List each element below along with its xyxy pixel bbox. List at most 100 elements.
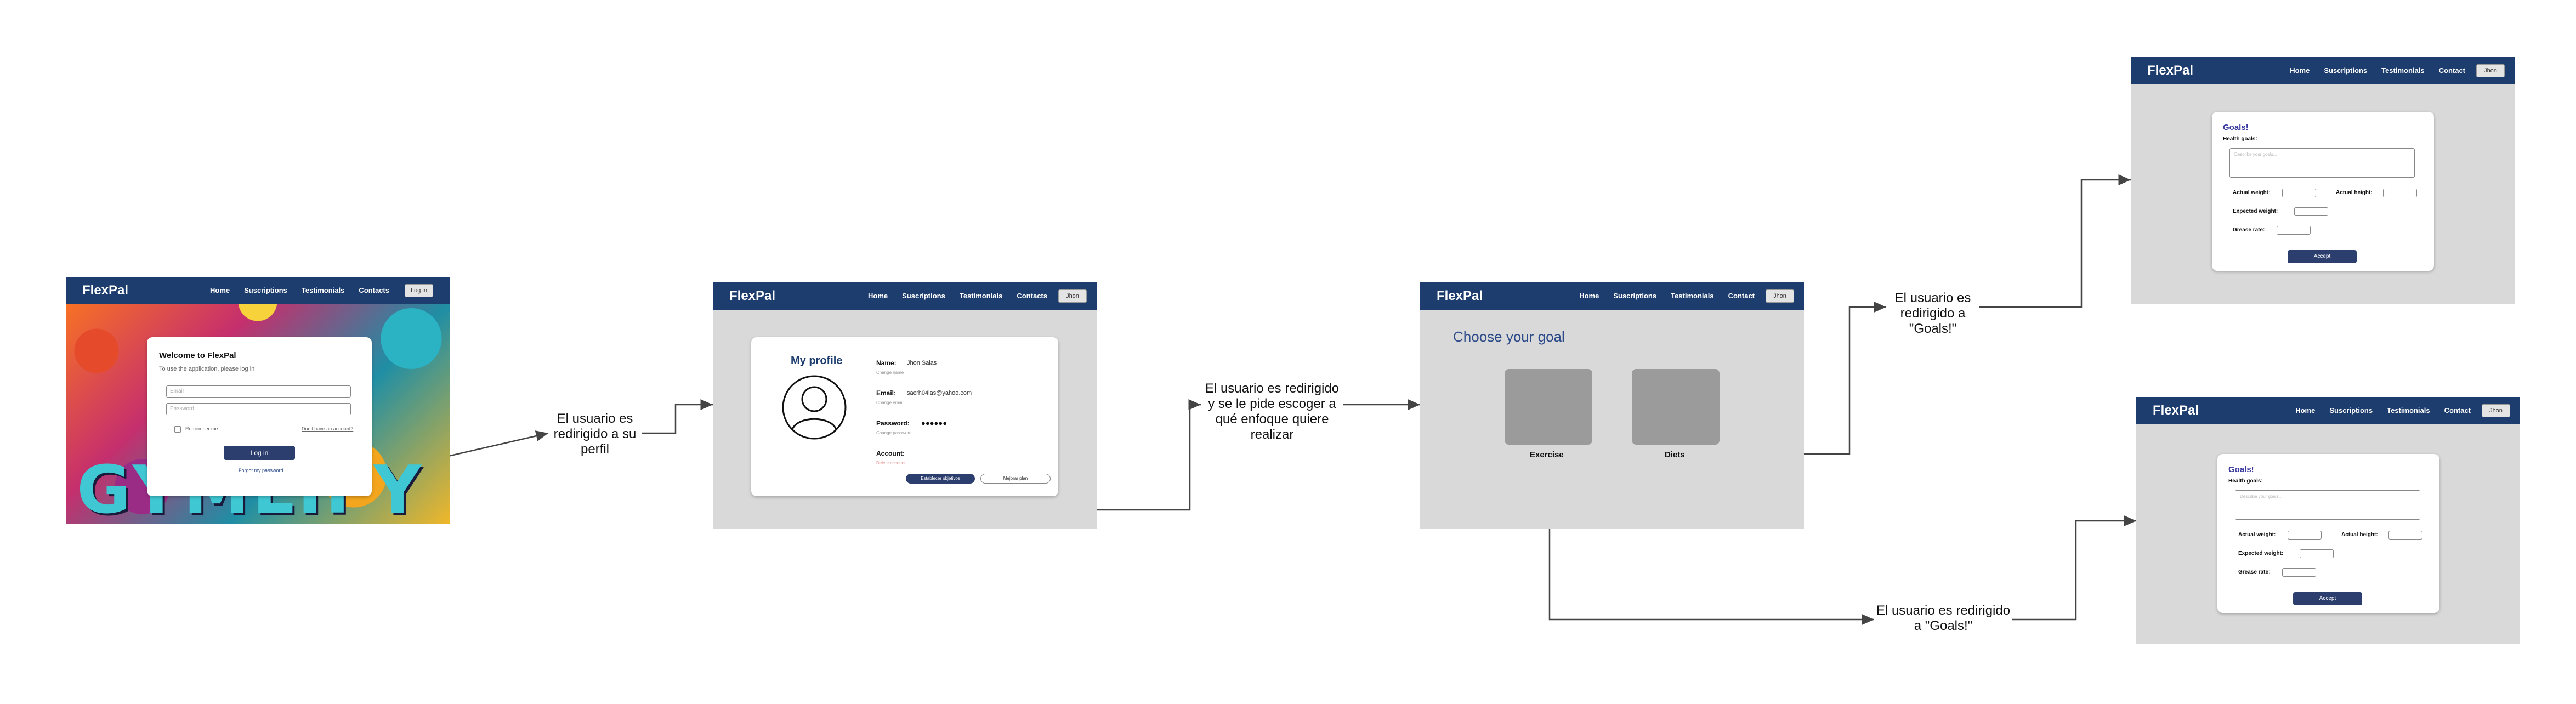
brand-logo: FlexPal — [1437, 288, 1483, 303]
actual-height-label: Actual height: — [2341, 532, 2378, 538]
grease-rate-label: Grease rate: — [2238, 569, 2271, 575]
email-hint[interactable]: Change email — [876, 400, 904, 405]
email-value: sacrh04las@yahoo.com — [907, 390, 972, 396]
expected-weight-input[interactable] — [2300, 549, 2334, 558]
nav-contacts[interactable]: Contacts — [1017, 292, 1047, 300]
health-goals-placeholder: Describe your goals... — [2234, 152, 2277, 157]
actual-weight-label: Actual weight: — [2238, 532, 2276, 538]
login-screen: GYMLIFY FlexPal Home Suscriptions Testim… — [66, 277, 450, 524]
account-hint[interactable]: Delete account — [876, 461, 906, 465]
name-label: Name: — [876, 359, 897, 367]
choose-goal-screen: FlexPal Home Suscriptions Testimonials C… — [1420, 282, 1804, 529]
actual-weight-input[interactable] — [2282, 189, 2316, 197]
forgot-link[interactable]: Don't have an account? — [302, 426, 354, 432]
diets-image[interactable] — [1632, 369, 1720, 445]
nav-testimonials[interactable]: Testimonials — [1671, 292, 1714, 300]
expected-weight-label: Expected weight: — [2233, 208, 2278, 214]
navbar: FlexPal Home Suscriptions Testimonials C… — [1420, 282, 1804, 310]
navbar: FlexPal Home Suscriptions Testimonials C… — [713, 282, 1097, 310]
arrow-caption-profile — [642, 399, 713, 434]
health-goals-label: Health goals: — [2223, 136, 2257, 142]
choose-title: Choose your goal — [1453, 328, 1565, 345]
goals-screen-bottom: FlexPal Home Suscriptions Testimonials C… — [2136, 397, 2520, 644]
password-label: Password: — [876, 419, 910, 427]
profile-title: My profile — [791, 355, 843, 367]
password-hint[interactable]: Change password — [876, 430, 912, 435]
nav-suscriptions[interactable]: Suscriptions — [2324, 66, 2368, 75]
upgrade-plan-button[interactable]: Mejorar plan — [980, 474, 1051, 484]
nav-testimonials[interactable]: Testimonials — [959, 292, 1003, 300]
accept-button[interactable]: Accept — [2288, 250, 2357, 263]
caption-to-goals-top: El usuario es redirigido a "Goals!" — [1894, 291, 1971, 336]
nav-home[interactable]: Home — [2295, 406, 2316, 415]
password-field[interactable]: Password — [166, 403, 351, 415]
avatar-icon — [782, 375, 847, 440]
grease-rate-input[interactable] — [2277, 226, 2311, 235]
diets-label[interactable]: Diets — [1665, 450, 1685, 459]
nav-suscriptions[interactable]: Suscriptions — [244, 286, 287, 294]
nav-menu: Home Suscriptions Testimonials Contact — [2290, 66, 2465, 75]
exercise-label[interactable]: Exercise — [1530, 450, 1564, 459]
brand-logo: FlexPal — [2147, 63, 2194, 78]
goals-card: Goals! Health goals: Describe your goals… — [2217, 454, 2439, 613]
user-nav-button[interactable]: Jhon — [2482, 404, 2510, 417]
email-label: Email: — [876, 389, 897, 397]
profile-card: My profile Name: Jhon Salas Change name … — [751, 337, 1058, 496]
health-goals-placeholder: Describe your goals... — [2240, 494, 2283, 499]
navbar: FlexPal Home Suscriptions Testimonials C… — [66, 277, 450, 304]
nav-contact[interactable]: Contact — [2444, 406, 2471, 415]
nav-home[interactable]: Home — [1579, 292, 1599, 300]
actual-height-input[interactable] — [2383, 189, 2417, 197]
user-nav-button[interactable]: Jhon — [2476, 64, 2505, 77]
navbar: FlexPal Home Suscriptions Testimonials C… — [2136, 397, 2520, 424]
nav-home[interactable]: Home — [209, 286, 230, 294]
arrow-caption-goals-bottom — [2012, 515, 2136, 621]
actual-height-label: Actual height: — [2336, 190, 2373, 196]
health-goals-input[interactable]: Describe your goals... — [2235, 490, 2420, 520]
user-nav-button[interactable]: Jhon — [1766, 289, 1794, 303]
user-nav-button[interactable]: Jhon — [1058, 289, 1087, 303]
caption-to-choose: El usuario es redirigido y se le pide es… — [1205, 381, 1340, 442]
email-placeholder: Email — [170, 388, 184, 394]
nav-contact[interactable]: Contact — [2438, 66, 2465, 75]
remember-label: Remember me — [185, 426, 218, 432]
nav-menu: Home Suscriptions Testimonials Contacts — [868, 292, 1047, 300]
name-hint[interactable]: Change name — [876, 370, 904, 375]
caption-to-goals-bottom: El usuario es redirigido a "Goals!" — [1876, 603, 2011, 633]
nav-testimonials[interactable]: Testimonials — [301, 286, 345, 294]
health-goals-label: Health goals: — [2228, 478, 2263, 484]
nav-testimonials[interactable]: Testimonials — [2381, 66, 2425, 75]
name-value: Jhon Salas — [907, 360, 937, 366]
nav-suscriptions[interactable]: Suscriptions — [902, 292, 945, 300]
grease-rate-input[interactable] — [2282, 568, 2316, 577]
login-title: Welcome to FlexPal — [159, 351, 236, 360]
health-goals-input[interactable]: Describe your goals... — [2229, 148, 2415, 178]
nav-contact[interactable]: Contact — [1728, 292, 1755, 300]
nav-contacts[interactable]: Contacts — [359, 286, 389, 294]
goals-card: Goals! Health goals: Describe your goals… — [2212, 112, 2434, 271]
goals-title: Goals! — [2228, 465, 2254, 474]
nav-suscriptions[interactable]: Suscriptions — [1613, 292, 1657, 300]
nav-menu: Home Suscriptions Testimonials Contact — [2295, 406, 2471, 415]
login-card: Welcome to FlexPal To use the applicatio… — [147, 337, 372, 496]
login-button[interactable]: Log in — [224, 446, 295, 460]
accept-button[interactable]: Accept — [2293, 592, 2362, 605]
remember-checkbox[interactable] — [174, 426, 181, 433]
set-goals-button[interactable]: Establecer objetivos — [906, 474, 975, 484]
brand-logo: FlexPal — [82, 283, 129, 298]
login-nav-button[interactable]: Log in — [405, 284, 433, 297]
nav-home[interactable]: Home — [2290, 66, 2310, 75]
nav-menu: Home Suscriptions Testimonials Contact — [1579, 292, 1755, 300]
email-field[interactable]: Email — [166, 385, 351, 398]
brand-logo: FlexPal — [729, 288, 776, 303]
nav-suscriptions[interactable]: Suscriptions — [2329, 406, 2373, 415]
exercise-image[interactable] — [1505, 369, 1592, 445]
nav-testimonials[interactable]: Testimonials — [2387, 406, 2430, 415]
actual-height-input[interactable] — [2388, 531, 2422, 540]
expected-weight-label: Expected weight: — [2238, 550, 2284, 557]
register-link[interactable]: Forgot my password — [239, 468, 283, 473]
nav-home[interactable]: Home — [867, 292, 888, 300]
expected-weight-input[interactable] — [2294, 207, 2328, 216]
actual-weight-input[interactable] — [2288, 531, 2322, 540]
goals-title: Goals! — [2223, 123, 2249, 132]
